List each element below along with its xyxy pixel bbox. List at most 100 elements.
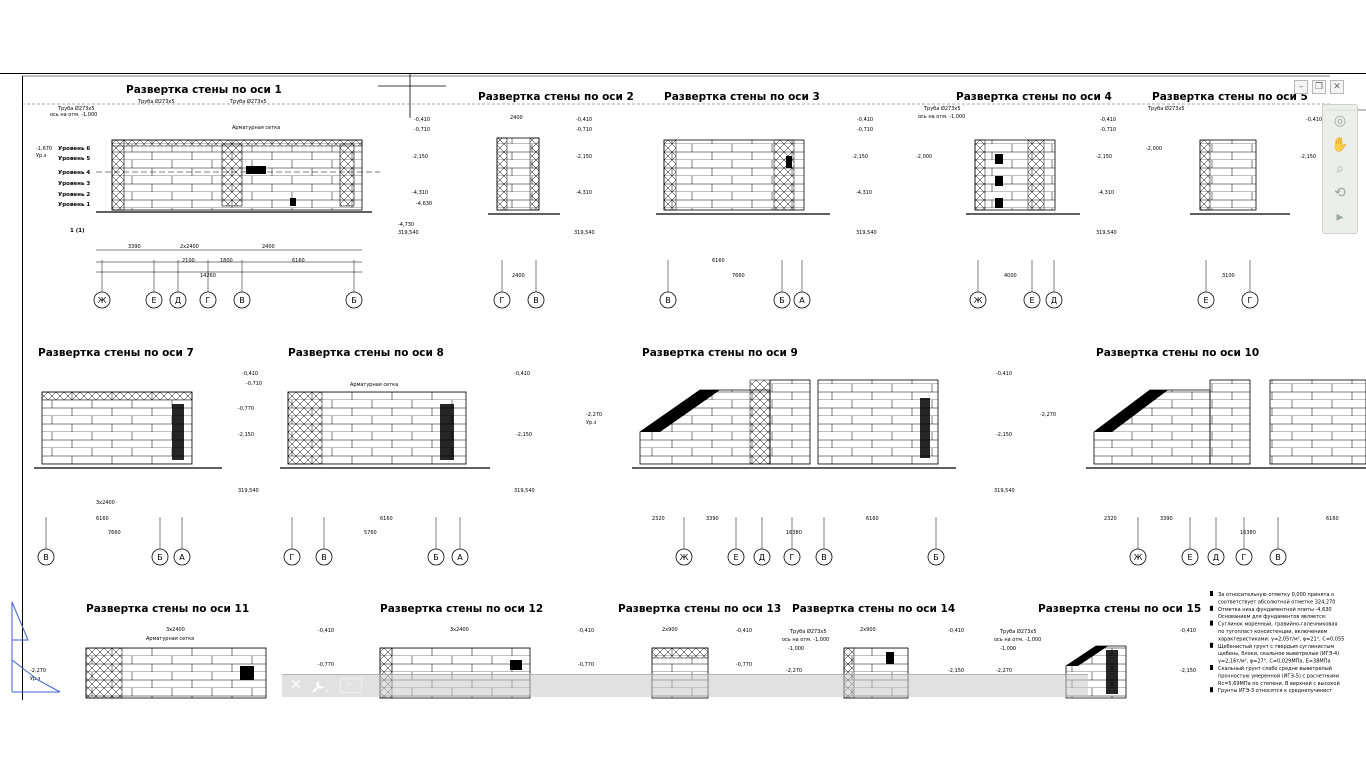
axis-row1-letter: Д <box>1051 296 1057 305</box>
ground-mark-1: Ур.з <box>36 153 47 159</box>
dim-3100-a5: 3100 <box>1222 273 1235 279</box>
zoom-icon[interactable]: ⌕ <box>1336 161 1344 177</box>
note-line: щебень, блоки, скальное выветрелые (ИГЭ-… <box>1218 651 1339 657</box>
axis-row1-letter: Г <box>1248 296 1253 305</box>
axis-row2-letter: В <box>321 553 327 562</box>
ucs-icon <box>11 601 61 693</box>
title-axis-15: Развертка стены по оси 15 <box>1038 603 1201 615</box>
dim-6160-a8: 6160 <box>380 516 393 522</box>
elev-a12-2: -0,770 <box>578 662 594 668</box>
pipe-label-a15: Труба Ø273х5 <box>999 628 1037 635</box>
level-5: Уровень 5 <box>58 156 90 162</box>
steering-wheel-icon[interactable]: ◎ <box>1333 113 1347 129</box>
elev-a3-1: -0,410 <box>857 117 873 123</box>
level-4: Уровень 4 <box>58 170 90 176</box>
ground4-a15: -1,000 <box>1000 646 1016 652</box>
orbit-icon[interactable]: ⟲ <box>1334 185 1346 201</box>
note-line: Щебенистый грунт с твердым суглинистым <box>1218 643 1334 650</box>
axis-row1-letter: Е <box>151 296 156 305</box>
title-axis-8: Развертка стены по оси 8 <box>288 347 444 359</box>
command-input[interactable] <box>368 678 1082 695</box>
command-line: ✕ >_ <box>282 674 1088 697</box>
ground4-a14: -1,000 <box>788 646 804 652</box>
axis-row1-letter: В <box>239 296 245 305</box>
elev-a5-1: -0,410 <box>1306 117 1322 123</box>
close-viewport-button[interactable]: ✕ <box>1330 80 1344 94</box>
pipe-label-2: Труба Ø273х5 <box>137 98 175 105</box>
elev-a15-2: -2,150 <box>1180 668 1196 674</box>
note-line: характеристиками: γ=2,05т/м³, φ=21°, С=0… <box>1218 636 1344 642</box>
elev-a2-1: -0,410 <box>576 117 592 123</box>
pipe-axis-a4: ось на отм. -1,000 <box>918 114 965 120</box>
elev-low3: -4,730 <box>398 222 414 228</box>
axis-row2-letter: А <box>179 553 185 562</box>
ground-mark-a9: Ур.з <box>586 420 597 426</box>
axis-row1-letter: Д <box>175 296 181 305</box>
showmotion-icon[interactable]: ▸ <box>1336 209 1344 225</box>
axis-row1-letter: Г <box>206 296 211 305</box>
axis-row2-letter: Е <box>1187 553 1192 562</box>
elev-a8-1: -0,410 <box>514 371 530 377</box>
elevation-axis-5: Развертка стены по оси 5 Труба Ø273х5 -2… <box>1146 91 1322 279</box>
elev-a14-2: -2,150 <box>948 668 964 674</box>
dim-6160-a10: 6160 <box>1326 516 1339 522</box>
title-axis-11: Развертка стены по оси 11 <box>86 603 249 615</box>
ground-a9: -2,270 <box>586 412 602 418</box>
elevation-axis-3: Развертка стены по оси 3 -0,410 -0,710 -… <box>656 91 877 279</box>
axis-row1-letter: В <box>665 296 671 305</box>
elev-a9-5: 319,540 <box>994 488 1015 494</box>
note-line: Rc=5,69МПа по степени. В верхней с высок… <box>1218 680 1340 687</box>
note-line: За относительную отметку 0,000 принята о <box>1218 592 1334 598</box>
elev-a2-4: -4,310 <box>576 190 592 196</box>
dim-2320-a10: 2320 <box>1104 516 1117 522</box>
restore-viewport-button[interactable]: ❐ <box>1312 80 1326 94</box>
elevation-axis-11: Развертка стены по оси 11 Арматурная сет… <box>30 603 334 699</box>
elev-a12-1: -0,410 <box>578 628 594 634</box>
elev-low1: -4,310 <box>412 190 428 196</box>
elev-a2-3: -2,150 <box>576 154 592 160</box>
pipe-axis-a14: ось на отм. -1,000 <box>782 637 829 643</box>
minimize-viewport-button[interactable]: – <box>1294 80 1308 94</box>
elev-a8-5: 319,540 <box>514 488 535 494</box>
sheet-frame <box>0 73 1366 700</box>
pipe-label-a4: Труба Ø273х5 <box>923 105 961 112</box>
elevation-axis-7: Развертка стены по оси 7 -0,410 -0,710 -… <box>34 347 262 536</box>
note-line: Основанием для фундаментов является: <box>1218 614 1327 620</box>
axis-row2-letter: Ж <box>1134 553 1143 562</box>
axis-row2-letter: Д <box>759 553 765 562</box>
elev-a9-1: -0,410 <box>996 371 1012 377</box>
dim-1800: 1800 <box>220 258 233 264</box>
dim-16380-a10: 16380 <box>1240 530 1256 536</box>
elevation-axis-8: Развертка стены по оси 8 Арматурная сетк… <box>280 347 535 536</box>
elev-a2-2: -0,710 <box>576 127 592 133</box>
note-line: соответствует абсолютной отметке 324,270 <box>1218 598 1335 605</box>
note-line: Отметка низа фундаментной плиты -4,630 <box>1218 606 1332 613</box>
axis-row1-letter: Ж <box>98 296 107 305</box>
wrench-icon[interactable] <box>308 677 330 695</box>
dim-2x900-a14: 2х900 <box>860 627 876 633</box>
elev-a4-5: 319,540 <box>1096 230 1117 236</box>
dim-7660-a7: 7660 <box>108 530 121 536</box>
dim-2400-a2b: 2400 <box>512 273 525 279</box>
dim-2x2400: 2х2400 <box>180 244 199 250</box>
pipe-label-a5: Труба Ø273х5 <box>1147 105 1185 112</box>
close-icon[interactable]: ✕ <box>290 677 302 693</box>
elev-abs: 319,540 <box>398 230 419 236</box>
axis-row2-letter: А <box>457 553 463 562</box>
title-axis-4: Развертка стены по оси 4 <box>956 91 1112 103</box>
dim-2x900-a13: 2х900 <box>662 627 678 633</box>
axis-row2-letter: Б <box>157 553 163 562</box>
elev-a14-1: -0,410 <box>948 628 964 634</box>
pan-icon[interactable]: ✋ <box>1331 137 1349 153</box>
elev-a2-5: 319,540 <box>574 230 595 236</box>
dim-3390-a10: 3390 <box>1160 516 1173 522</box>
dim-6160: 6160 <box>292 258 305 264</box>
level-6: Уровень 6 <box>58 146 90 152</box>
axis-row2-letter: Е <box>733 553 738 562</box>
ground-a4: -2,000 <box>916 154 932 160</box>
ground-mark-a11: Ур.з <box>30 676 41 682</box>
elev-mid2: -2,150 <box>412 154 428 160</box>
